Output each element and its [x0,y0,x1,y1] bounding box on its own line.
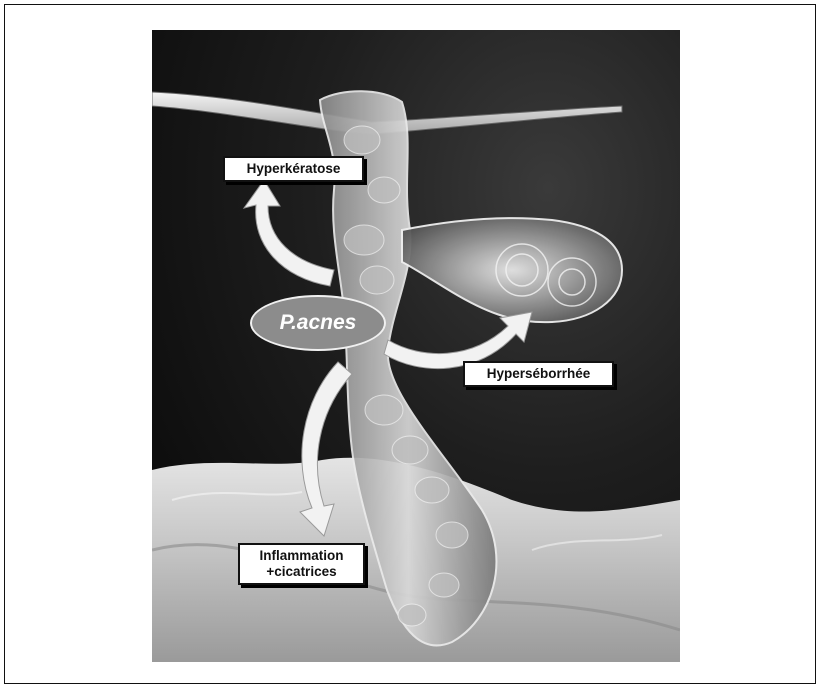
illustration-svg [152,30,680,662]
p-acnes-text: P.acnes [280,311,357,335]
acne-pathogenesis-illustration: Hyperkératose P.acnes Hyperséborrhée Inf… [152,30,680,662]
label-inflammation-line1: Inflammation [247,548,356,564]
label-hyperkeratose-text: Hyperkératose [247,161,341,176]
label-hyperkeratose: Hyperkératose [223,156,364,182]
label-inflammation: Inflammation +cicatrices [238,543,365,585]
label-hyperseborrhee: Hyperséborrhée [463,361,614,387]
label-hyperseborrhee-text: Hyperséborrhée [487,366,591,381]
label-inflammation-line2: +cicatrices [247,564,356,580]
p-acnes-ellipse: P.acnes [250,295,386,351]
